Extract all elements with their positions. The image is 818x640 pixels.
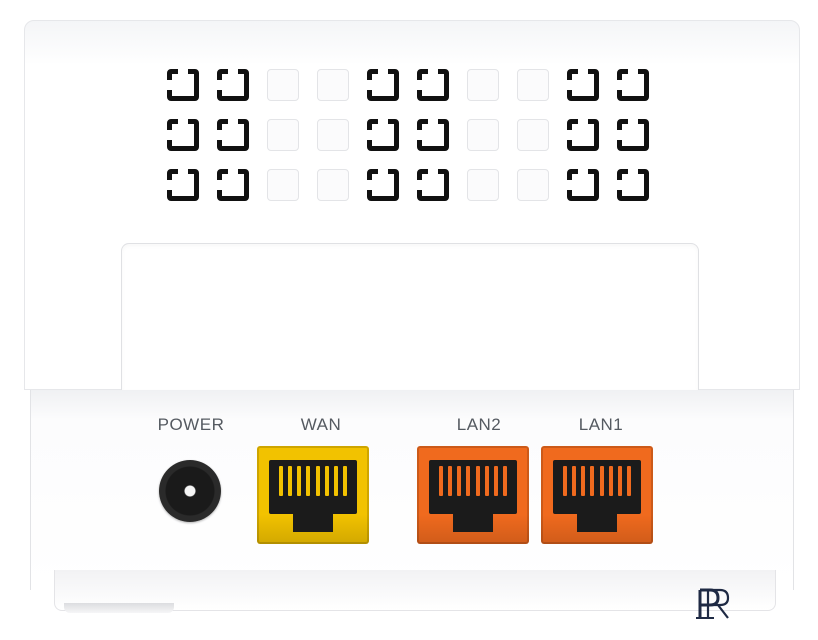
port-pin	[297, 466, 302, 496]
vent-slot	[616, 168, 649, 201]
wan-port-pins	[279, 466, 347, 496]
vent-slot	[166, 68, 199, 101]
router-port-panel: POWER WAN LAN2 LAN1	[30, 390, 794, 590]
lan2-label: LAN2	[456, 415, 502, 434]
port-pin	[448, 466, 453, 496]
port-pin	[457, 466, 462, 496]
power-label: POWER	[157, 415, 225, 434]
port-pin	[617, 466, 622, 496]
vent-slot	[166, 168, 199, 201]
port-pin	[333, 466, 338, 496]
port-pin	[502, 466, 507, 496]
vent-slot	[566, 118, 599, 151]
port-pin	[581, 466, 586, 496]
vent-slot	[566, 168, 599, 201]
port-pin	[288, 466, 293, 496]
lan1-port-icon[interactable]	[541, 446, 653, 544]
port-pin	[315, 466, 320, 496]
vent-slot	[267, 69, 299, 101]
port-pin	[306, 466, 311, 496]
vent-slot	[317, 169, 349, 201]
vent-slot	[616, 68, 649, 101]
vent-slot	[517, 119, 549, 151]
port-pin	[572, 466, 577, 496]
lan1-port-slot	[553, 460, 641, 532]
port-pin	[563, 466, 567, 496]
port-pin	[599, 466, 604, 496]
vent-slot	[216, 118, 249, 151]
vent-slot	[416, 168, 449, 201]
port-pin	[626, 466, 631, 496]
wan-port-icon[interactable]	[257, 446, 369, 544]
vent-slot	[317, 69, 349, 101]
vent-slot	[366, 118, 399, 151]
port-panel-recess	[121, 243, 699, 390]
port-pin	[342, 466, 347, 496]
lan2-port-icon[interactable]	[417, 446, 529, 544]
port-pin	[475, 466, 480, 496]
router-base	[54, 570, 776, 611]
vent-slot	[467, 69, 499, 101]
router-upper-housing	[24, 20, 800, 390]
watermark-logo-icon	[696, 588, 730, 619]
vent-slot	[366, 68, 399, 101]
vent-slot	[517, 69, 549, 101]
port-pin	[493, 466, 498, 496]
vent-slot	[267, 169, 299, 201]
lan2-port-pins	[439, 466, 507, 496]
port-pin	[484, 466, 489, 496]
vent-slot	[317, 119, 349, 151]
router-rear-view: POWER WAN LAN2 LAN1	[24, 20, 800, 613]
router-foot	[64, 603, 174, 613]
port-pin	[324, 466, 329, 496]
port-pin	[608, 466, 613, 496]
lan1-port-pins	[563, 466, 631, 496]
vent-slot	[416, 118, 449, 151]
vent-slot	[267, 119, 299, 151]
port-pin	[590, 466, 595, 496]
vent-slot	[166, 118, 199, 151]
port-pin	[439, 466, 443, 496]
port-pin	[279, 466, 283, 496]
vent-slot	[366, 168, 399, 201]
vent-slot	[616, 118, 649, 151]
wan-port-slot	[269, 460, 357, 532]
vent-slot	[416, 68, 449, 101]
lan1-label: LAN1	[578, 415, 624, 434]
power-jack-icon[interactable]	[159, 460, 221, 522]
vent-slot	[216, 168, 249, 201]
vent-slot	[517, 169, 549, 201]
vent-slot	[467, 119, 499, 151]
lan2-port-slot	[429, 460, 517, 532]
vent-slot	[216, 68, 249, 101]
vent-slot	[566, 68, 599, 101]
port-pin	[466, 466, 471, 496]
wan-label: WAN	[300, 415, 342, 434]
vent-slot	[467, 169, 499, 201]
